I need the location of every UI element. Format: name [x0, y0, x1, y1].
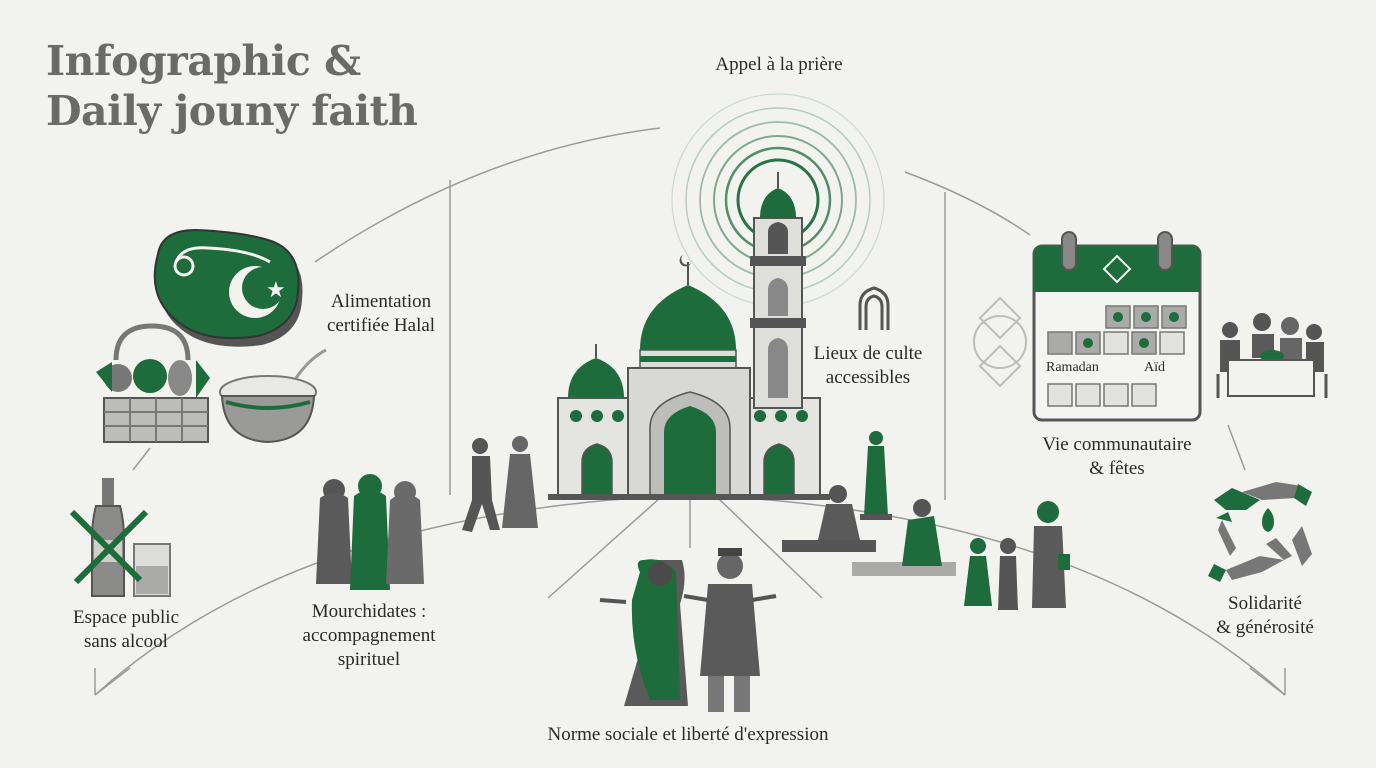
fruit-basket-icon: [96, 323, 210, 443]
worship-label-line-2: accessibles: [825, 367, 911, 388]
community-label-line-2: & fêtes: [1089, 458, 1145, 479]
connector-lines: [94, 127, 1286, 696]
halal-steak-icon: ★: [153, 228, 303, 347]
arch-icon: [858, 286, 890, 330]
mourchidates-label: Mourchidates : accompagnement spirituel: [303, 600, 436, 672]
no-alcohol-label-line-2: sans alcool: [84, 631, 168, 652]
no-alcohol-label: Espace public sans alcool: [73, 606, 179, 654]
mourchidates-figures: [316, 474, 424, 590]
mourchidates-label-line-2: accompagnement: [302, 625, 436, 646]
solidarity-hands-icon: [1208, 482, 1312, 582]
halal-label: Alimentation certifiée Halal: [327, 290, 435, 338]
svg-text:★: ★: [266, 278, 286, 303]
halal-label-line-1: Alimentation: [330, 291, 432, 312]
worship-label-line-1: Lieux de culte: [813, 343, 923, 364]
family-figures: [964, 501, 1070, 610]
no-alcohol-icon: [69, 478, 171, 597]
social-norm-label: Norme sociale et liberté d'expression: [547, 724, 829, 745]
geometric-pattern: [973, 296, 1027, 388]
mosque-icon: [548, 158, 830, 500]
community-label-line-1: Vie communautaire: [1042, 434, 1192, 455]
aid-label: Aïd: [1144, 360, 1165, 375]
title-line-2: Daily jouny faith: [46, 87, 418, 135]
solidarity-label-line-2: & générosité: [1216, 617, 1314, 638]
praying-figures: [782, 431, 956, 576]
community-dinner-icon: [1216, 313, 1328, 398]
walking-figures: [462, 436, 538, 532]
worship-places-label: Lieux de culte accessibles: [814, 342, 923, 390]
rice-bowl-icon: [219, 348, 327, 444]
calendar-icon: [1032, 231, 1202, 422]
mourchidates-label-line-3: spirituel: [337, 649, 401, 670]
halal-label-line-2: certifiée Halal: [326, 315, 436, 336]
ramadan-label: Ramadan: [1046, 360, 1099, 375]
solidarity-label-line-1: Solidarité: [1228, 593, 1302, 614]
title-line-1: Infographic &: [46, 37, 361, 85]
couple-figures: [599, 548, 777, 712]
community-label: Vie communautaire & fêtes: [1042, 433, 1191, 481]
no-alcohol-label-line-1: Espace public: [72, 607, 180, 628]
solidarity-label: Solidarité & générosité: [1216, 592, 1314, 640]
page-title: Infographic & Daily jouny faith: [46, 36, 418, 136]
call-to-prayer-label: Appel à la prière: [715, 54, 843, 75]
mourchidates-label-line-1: Mourchidates :: [311, 601, 427, 622]
